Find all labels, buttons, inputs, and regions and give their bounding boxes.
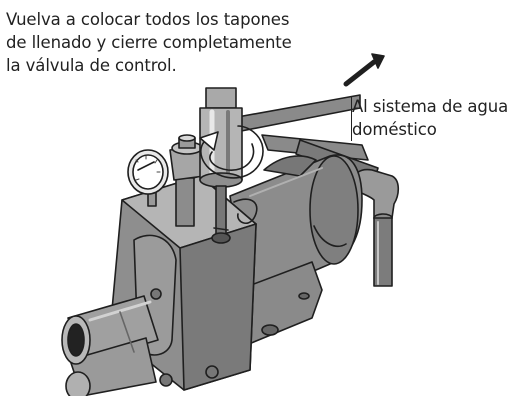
elbow-fitting (354, 168, 400, 287)
close-rotation-arrow (199, 125, 264, 179)
callout-line-text: Al sistema de agua (352, 97, 509, 116)
flow-direction-arrow (343, 53, 385, 87)
instruction-line: Vuelva a colocar todos los tapones (6, 10, 290, 29)
household-water-label: Al sistema de agua doméstico (352, 95, 530, 141)
instruction-line: la válvula de control. (6, 56, 177, 75)
suction-pipe (61, 295, 159, 396)
callout-line-text: doméstico (352, 120, 437, 139)
instruction-line: de llenado y cierre completamente (6, 33, 292, 52)
callout-leader-line (351, 97, 352, 141)
instruction-text: Vuelva a colocar todos los tapones de ll… (6, 8, 351, 77)
pressure-gauge (127, 149, 169, 207)
pump-motor (229, 154, 363, 301)
